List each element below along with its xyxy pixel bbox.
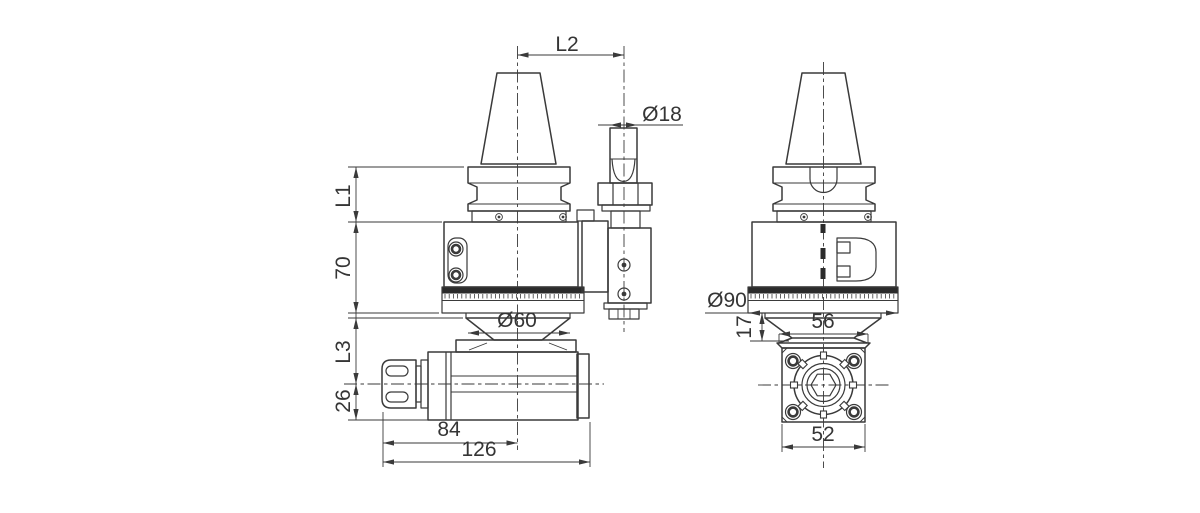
corner-bolt <box>845 403 863 421</box>
side-view: L2 Ø18 L1 70 L3 26 <box>332 33 683 467</box>
front-view: Ø90 17 56 52 <box>705 62 899 468</box>
corner-bolt <box>784 352 802 370</box>
spacer-band-front <box>776 210 872 223</box>
dim-label-l1: L1 <box>332 184 355 207</box>
spindle-housing <box>427 351 579 421</box>
v-flange-front <box>772 166 876 212</box>
dimension-17: 17 <box>733 313 789 342</box>
dim-label-dia90: Ø90 <box>707 289 747 312</box>
hex-socket <box>810 373 837 397</box>
clamp-tab <box>576 209 595 222</box>
spindle-end-cap <box>576 353 590 419</box>
main-body <box>443 221 579 288</box>
dimension-52: 52 <box>781 423 866 452</box>
dimension-dia60: Ø60 <box>468 309 570 336</box>
dim-label-52: 52 <box>811 423 834 446</box>
hex-nut <box>597 182 653 206</box>
drive-key-slot <box>809 167 838 194</box>
side-view-centerlines <box>344 46 625 450</box>
v-flange <box>467 166 571 212</box>
collet-nut-side <box>381 359 429 409</box>
stop-arm <box>576 127 653 320</box>
clamp-handle <box>836 237 877 282</box>
ring-scale-ticks <box>444 294 580 299</box>
dimension-chain-left: L1 70 L3 26 <box>332 166 505 421</box>
dimension-84: 84 <box>382 412 518 467</box>
dim-label-17: 17 <box>733 315 756 338</box>
dim-label-70: 70 <box>332 256 355 279</box>
dim-label-l2: L2 <box>555 33 578 56</box>
dimension-dia90: Ø90 <box>705 289 897 316</box>
corner-bolt <box>845 352 863 370</box>
taper-shank-front <box>785 72 862 165</box>
graduated-ring <box>441 286 585 314</box>
main-body-front <box>751 221 897 288</box>
dim-label-56: 56 <box>811 310 834 333</box>
dim-label-84: 84 <box>437 418 461 441</box>
taper-shank <box>480 72 557 165</box>
neck <box>455 313 577 353</box>
stop-pin <box>609 127 638 184</box>
front-view-centerlines <box>758 62 889 468</box>
dimension-l2: L2 <box>517 33 624 58</box>
dimension-56: 56 <box>778 310 869 343</box>
corner-bolt <box>784 403 802 421</box>
spacer-band <box>471 210 567 223</box>
dim-label-dia18: Ø18 <box>642 103 682 126</box>
dimension-126: 126 <box>383 422 591 467</box>
bolt-washer <box>603 302 648 310</box>
ring-scale-ticks <box>750 294 895 299</box>
bolt-head <box>608 308 640 320</box>
dim-label-dia60: Ø60 <box>497 309 537 332</box>
collet-nut-front <box>789 351 858 419</box>
clamp-plate <box>447 237 468 284</box>
dim-label-26: 26 <box>332 389 355 412</box>
pin-dome <box>611 158 636 183</box>
dim-label-l3: L3 <box>332 340 355 363</box>
dimension-dia18: Ø18 <box>598 103 683 128</box>
square-head <box>781 347 866 423</box>
dim-label-126: 126 <box>461 438 496 461</box>
stop-plate <box>581 220 609 293</box>
